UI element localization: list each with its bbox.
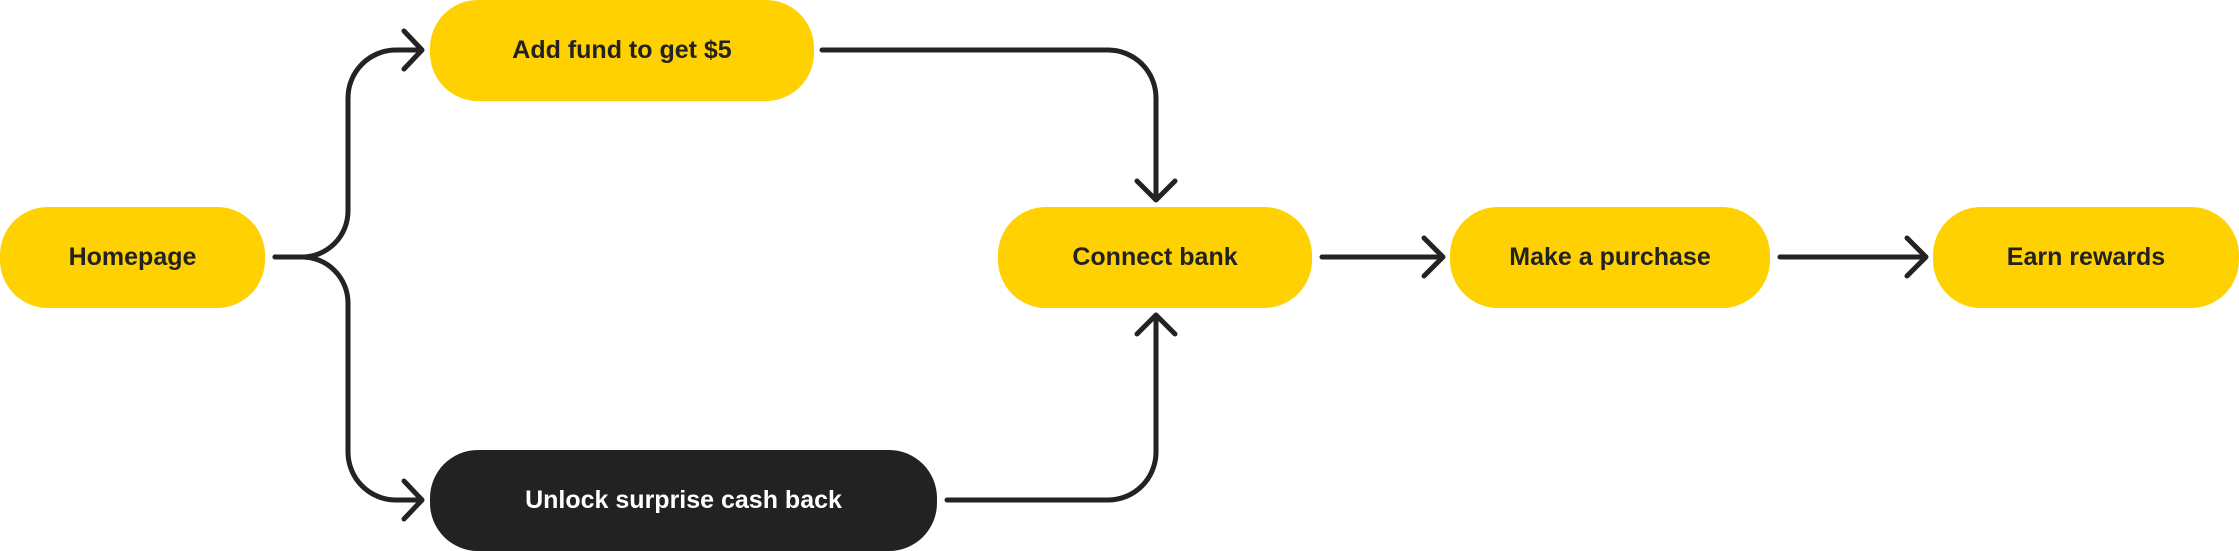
node-label: Make a purchase [1509, 243, 1711, 271]
node-label: Earn rewards [2006, 243, 2166, 271]
node-label: Homepage [68, 243, 197, 271]
arrowhead-unlock [401, 478, 425, 522]
node-label: Add fund to get $5 [512, 36, 732, 64]
node-make-purchase[interactable]: Make a purchase [1450, 207, 1770, 308]
edge-homepage-to-unlock [272, 254, 423, 503]
arrowhead-connect-bank-bottom [1134, 312, 1178, 337]
node-unlock-cash-back[interactable]: Unlock surprise cash back [430, 450, 937, 551]
arrowhead-make-purchase [1421, 235, 1446, 279]
arrowhead-earn-rewards [1904, 235, 1929, 279]
node-label: Unlock surprise cash back [525, 486, 842, 514]
arrowhead-connect-bank-top [1134, 178, 1178, 203]
node-homepage[interactable]: Homepage [0, 207, 265, 308]
edge-add-fund-to-connect-bank [819, 47, 1159, 202]
node-earn-rewards[interactable]: Earn rewards [1933, 207, 2239, 308]
edge-unlock-to-connect-bank [944, 313, 1159, 503]
edge-homepage-to-add-fund [272, 47, 423, 260]
node-add-fund[interactable]: Add fund to get $5 [430, 0, 814, 101]
node-label: Connect bank [1072, 243, 1238, 271]
node-connect-bank[interactable]: Connect bank [998, 207, 1312, 308]
arrowhead-add-fund [401, 28, 425, 72]
